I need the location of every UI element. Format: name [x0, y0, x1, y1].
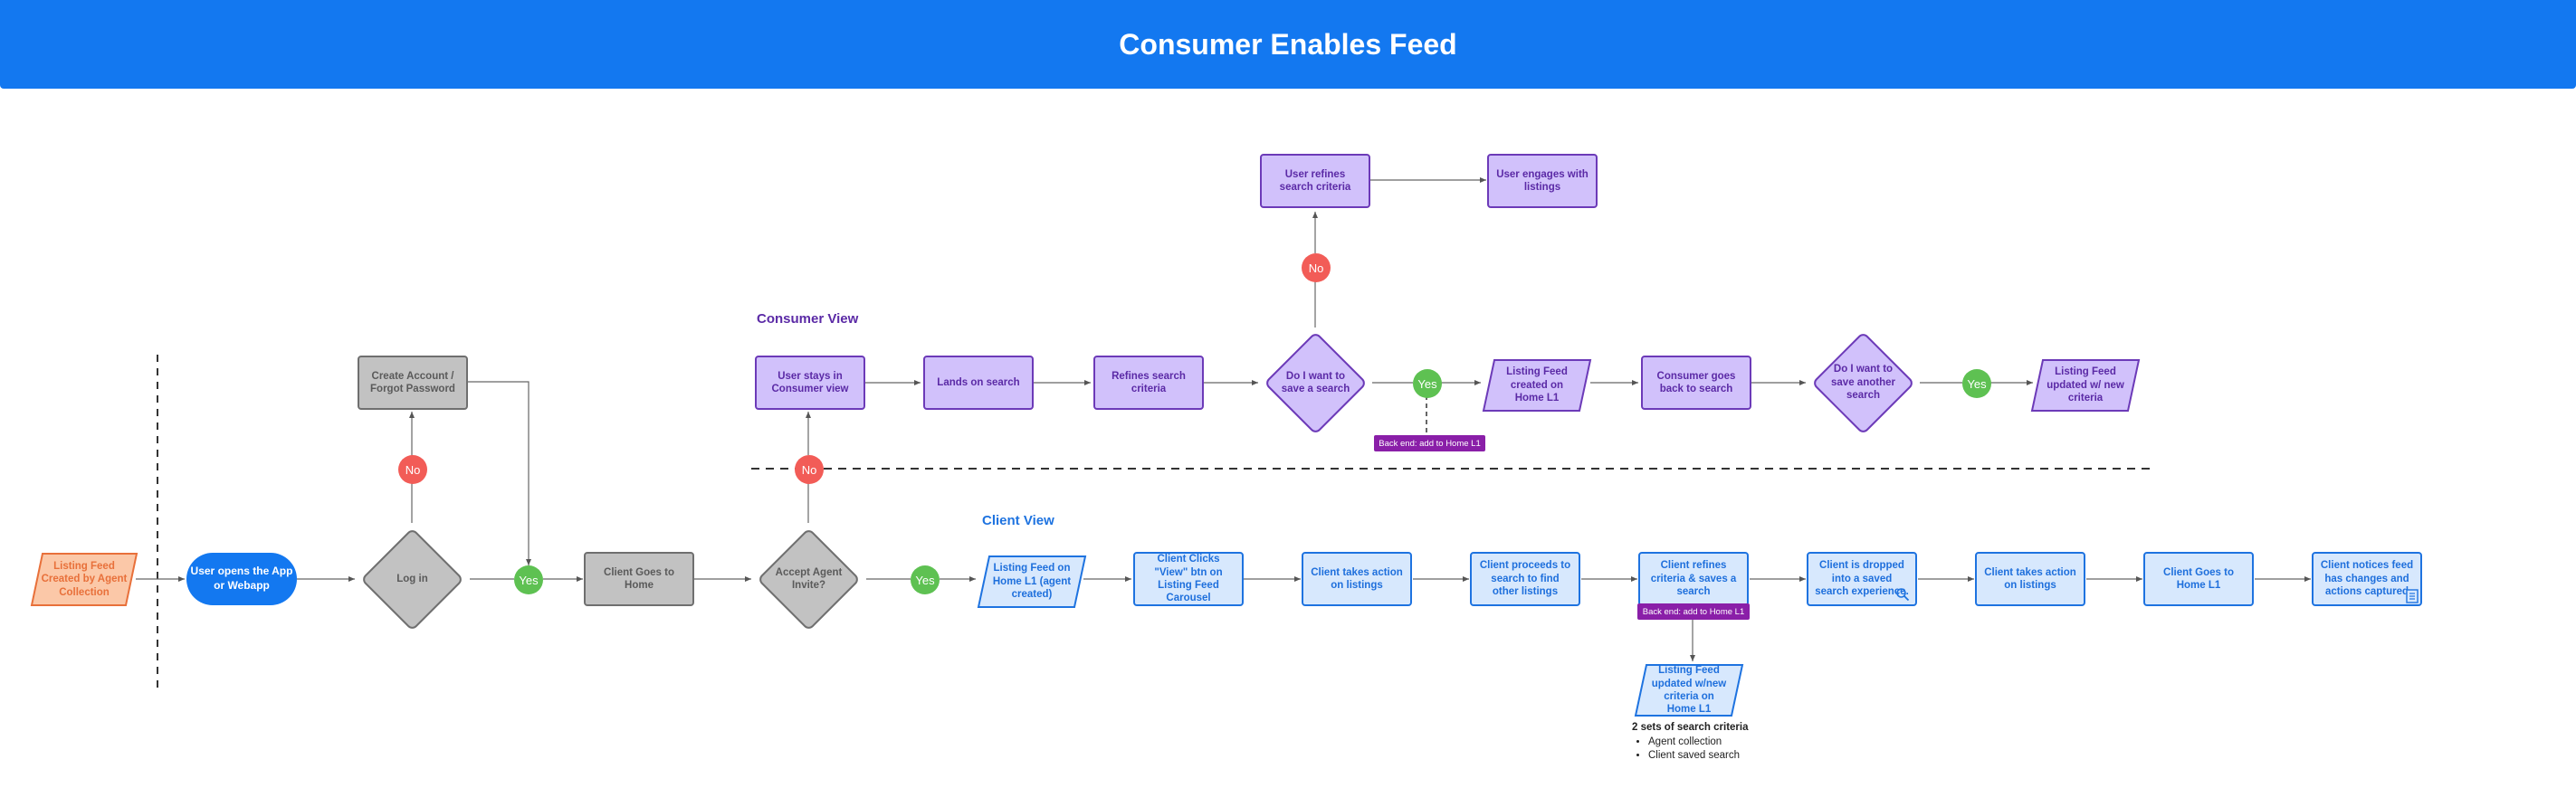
client-proceeds-node[interactable]: Client proceeds to search to find other … — [1470, 552, 1580, 606]
accept-invite-node[interactable]: Accept Agent Invite? — [775, 566, 843, 591]
page-title: Consumer Enables Feed — [1119, 27, 1457, 61]
yes-decision-another: Yes — [1962, 369, 1991, 398]
yes-decision-invite: Yes — [911, 565, 940, 594]
client-action-2-node[interactable]: Client takes action on listings — [1975, 552, 2085, 606]
yes-decision-save: Yes — [1413, 369, 1442, 398]
log-in-node[interactable]: Log in — [396, 573, 428, 584]
lands-on-search-node[interactable]: Lands on search — [923, 356, 1034, 410]
no-decision-invite: No — [795, 455, 824, 484]
client-clicks-view-node[interactable]: Client Clicks "View" btn on Listing Feed… — [1133, 552, 1244, 606]
user-refines-criteria-node[interactable]: User refines search criteria — [1260, 154, 1370, 208]
backend-tag-consumer: Back end: add to Home L1 — [1374, 435, 1485, 451]
client-notices-label: Client notices feed has changes and acti… — [2320, 560, 2414, 598]
no-decision-login: No — [398, 455, 427, 484]
client-goes-home-l1-node[interactable]: Client Goes to Home L1 — [2143, 552, 2254, 606]
consumer-back-search-node[interactable]: Consumer goes back to search — [1641, 356, 1751, 410]
client-action-1-node[interactable]: Client takes action on listings — [1302, 552, 1412, 606]
user-opens-app-node[interactable]: User opens the App or Webapp — [186, 553, 297, 605]
create-account-node[interactable]: Create Account / Forgot Password — [358, 356, 468, 410]
save-another-search-node[interactable]: Do I want to save another search — [1831, 364, 1895, 402]
yes-decision-login: Yes — [514, 565, 543, 594]
feed-updated-consumer-shape — [2030, 359, 2141, 412]
client-feed-home-node[interactable]: Listing Feed on Home L1 (agent created) — [992, 563, 1072, 601]
document-icon — [2406, 589, 2419, 603]
client-refines-saves-node[interactable]: Client refines criteria & saves a search — [1638, 552, 1749, 606]
feed-created-shape — [1482, 359, 1592, 412]
client-dropped-node[interactable]: Client is dropped into a saved search ex… — [1807, 552, 1917, 606]
start-shape — [30, 553, 138, 606]
client-dropped-label: Client is dropped into a saved search ex… — [1815, 560, 1909, 598]
feed-updated-new-criteria-node[interactable]: Listing Feed updated w/ new criteria — [2046, 366, 2124, 404]
backend-tag-client: Back end: add to Home L1 — [1637, 603, 1750, 620]
refines-search-node[interactable]: Refines search criteria — [1093, 356, 1204, 410]
save-search-diamond — [1266, 334, 1365, 432]
user-engages-listings-node[interactable]: User engages with listings — [1487, 154, 1598, 208]
consumer-view-label: Consumer View — [757, 311, 859, 327]
client-notices-node[interactable]: Client notices feed has changes and acti… — [2312, 552, 2422, 606]
accept-invite-diamond — [759, 530, 858, 629]
log-in-diamond — [363, 530, 462, 629]
client-feed-updated-node[interactable]: Listing Feed updated w/new criteria on H… — [1651, 665, 1727, 716]
save-another-diamond — [1814, 334, 1913, 432]
search-criteria-notes: 2 sets of search criteria Agent collecti… — [1632, 721, 1749, 764]
notes-item: Client saved search — [1648, 749, 1749, 764]
client-feed-updated-shape — [1634, 664, 1744, 717]
client-view-label: Client View — [982, 513, 1054, 528]
client-goes-home-node[interactable]: Client Goes to Home — [584, 552, 694, 606]
header-bar: Consumer Enables Feed — [0, 0, 2576, 89]
notes-title: 2 sets of search criteria — [1632, 722, 1749, 733]
client-feed-home-shape — [977, 555, 1087, 608]
feed-created-home-node[interactable]: Listing Feed created on Home L1 — [1506, 366, 1568, 404]
listing-feed-agent-node[interactable]: Listing Feed Created by Agent Collection — [41, 560, 128, 598]
no-decision-save: No — [1302, 253, 1331, 282]
search-icon — [1896, 588, 1910, 602]
user-stays-consumer-node[interactable]: User stays in Consumer view — [755, 356, 865, 410]
notes-item: Agent collection — [1648, 736, 1749, 750]
want-save-search-node[interactable]: Do I want to save a search — [1281, 370, 1350, 394]
